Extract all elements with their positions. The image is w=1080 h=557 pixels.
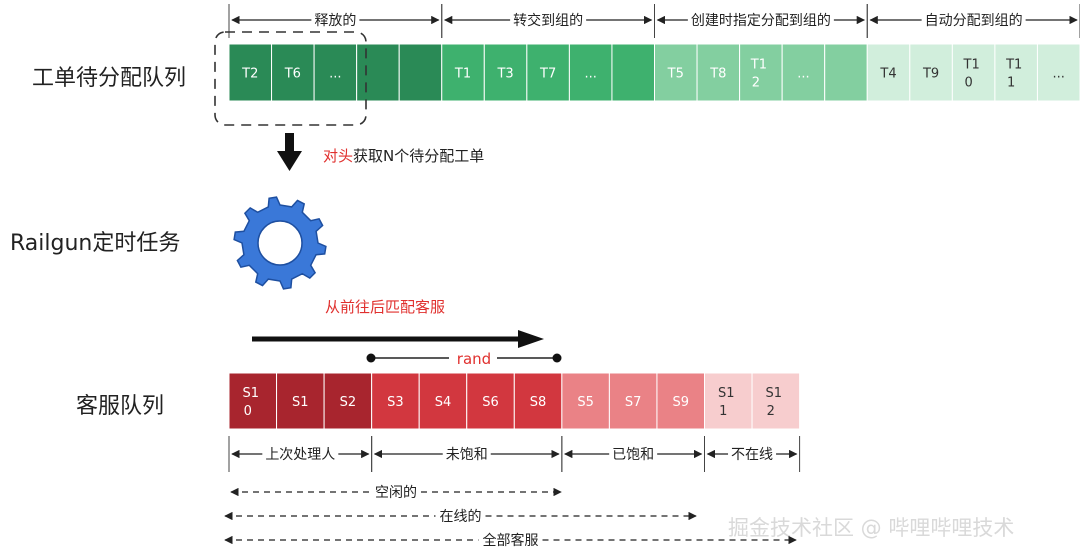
- agent-label: S7: [625, 395, 642, 410]
- agent-span-label: 空闲的: [375, 485, 417, 501]
- agent-group-bracket-label: 已饱和: [612, 447, 654, 463]
- gear-icon: [233, 196, 327, 290]
- agent-cell: [751, 372, 801, 430]
- agent-group-bracket-label: 上次处理人: [265, 447, 335, 463]
- ticket-group-bracket: 自动分配到组的: [866, 4, 1080, 38]
- rand-range: rand: [366, 350, 562, 368]
- ticket-cell: [909, 43, 953, 102]
- agent-label: S3: [387, 395, 404, 410]
- agent-group-brackets: 上次处理人 未饱和 已饱和 不在线: [228, 436, 801, 472]
- rand-label: rand: [457, 350, 491, 368]
- agent-label: S4: [435, 395, 452, 410]
- ticket-cell: [483, 43, 528, 102]
- ticket-group-bracket: 释放的: [228, 4, 443, 38]
- ticket-label: T4: [879, 67, 896, 82]
- ticket-cell: [398, 43, 443, 102]
- agent-cell: [323, 372, 373, 430]
- agent-cell: [228, 372, 278, 430]
- railgun-task-label: Railgun定时任务: [10, 231, 181, 256]
- ticket-label: T2: [241, 67, 258, 82]
- agent-cell: [513, 372, 563, 430]
- fetch-annotation: 对头获取N个待分配工单: [323, 145, 484, 166]
- ticket-cell: [994, 43, 1038, 102]
- ticket-label: ...: [797, 67, 809, 82]
- ticket-label: ...: [1053, 67, 1065, 82]
- agent-cell: [656, 372, 706, 430]
- ticket-label: T6: [284, 67, 301, 82]
- agent-cell: [418, 372, 468, 430]
- agent-span: 空闲的: [230, 485, 562, 501]
- agent-cell: [466, 372, 515, 430]
- agent-span: 在线的: [224, 509, 697, 525]
- agent-group-bracket-label: 未饱和: [446, 447, 488, 463]
- ticket-cell: [824, 43, 868, 102]
- ticket-cell: [654, 43, 698, 102]
- ticket-label: T5: [667, 67, 684, 82]
- agent-group-bracket-label: 不在线: [731, 447, 773, 463]
- agent-group-bracket: 已饱和: [561, 436, 705, 472]
- agent-label: S9: [672, 395, 689, 410]
- agent-label: S6: [482, 395, 499, 410]
- ticket-group-bracket-label: 自动分配到组的: [925, 13, 1023, 29]
- ticket-group-bracket-label: 转交到组的: [513, 12, 583, 29]
- agent-cell: [608, 372, 658, 430]
- ticket-cell: [866, 43, 911, 102]
- ticket-group-bracket-label: 创建时指定分配到组的: [691, 13, 831, 29]
- ticket-cell: [356, 43, 400, 102]
- agent-label: S5: [577, 395, 594, 410]
- agent-group-bracket: 不在线: [704, 436, 801, 472]
- agent-label: S8: [530, 395, 547, 410]
- ticket-label: T1: [454, 67, 471, 82]
- ticket-queue-label: 工单待分配队列: [32, 66, 187, 91]
- fetch-head-text: 对头: [323, 147, 354, 165]
- ticket-label: T3: [496, 67, 513, 82]
- agent-cell: [704, 372, 753, 430]
- ticket-group-bracket: 转交到组的: [441, 4, 655, 38]
- agent-span-label: 全部客服: [483, 532, 539, 549]
- ticket-cell: [781, 43, 826, 102]
- agent-cell: [276, 372, 325, 430]
- match-direction-arrow-icon: [252, 330, 544, 348]
- fetch-rest-text: 获取N个待分配工单: [353, 147, 485, 165]
- match-order-annotation: 从前往后匹配客服: [325, 298, 446, 316]
- down-arrow-icon: [277, 133, 302, 171]
- ticket-label: T8: [709, 67, 726, 82]
- ticket-cell: [271, 43, 315, 102]
- agent-span-label: 在线的: [440, 509, 482, 525]
- ticket-cell: [526, 43, 570, 102]
- agent-cell: [371, 372, 420, 430]
- agent-group-bracket: 未饱和: [371, 436, 563, 472]
- ticket-label: T7: [539, 67, 556, 82]
- ticket-cell: [611, 43, 656, 102]
- ticket-cell: [313, 43, 358, 102]
- agent-span: 全部客服: [224, 532, 797, 549]
- ticket-label: T9: [922, 67, 939, 82]
- agent-group-bracket: 上次处理人: [228, 436, 373, 472]
- ticket-group-bracket: 创建时指定分配到组的: [654, 4, 868, 38]
- ticket-label: ...: [329, 67, 341, 82]
- ticket-cell: [568, 43, 613, 102]
- ticket-label: ...: [584, 67, 596, 82]
- agent-label: S2: [340, 395, 357, 410]
- agent-queue-label: 客服队列: [76, 394, 165, 419]
- watermark: 掘金技术社区 @ 哔哩哔哩技术: [728, 516, 1015, 540]
- agent-label: S1: [292, 395, 309, 410]
- ticket-cell: [739, 43, 783, 102]
- ticket-group-bracket-label: 释放的: [314, 13, 356, 29]
- ticket-cell: [951, 43, 996, 102]
- ticket-cell: [441, 43, 485, 102]
- ticket-group-brackets: 释放的 转交到组的 创建时指定分配到组的 自动分配到组的: [228, 4, 1080, 38]
- ticket-cell: [228, 43, 273, 102]
